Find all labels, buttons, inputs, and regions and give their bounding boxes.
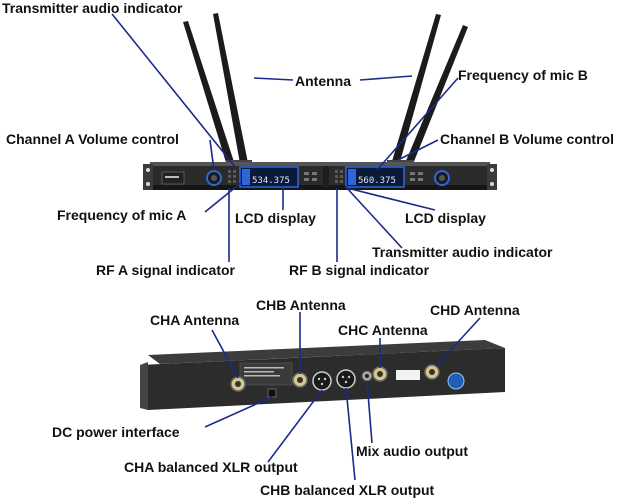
- leader-transmitter-audio-a: [111, 13, 237, 169]
- spec-label: [239, 362, 293, 386]
- front-buttons: [304, 172, 423, 181]
- label-antenna: Antenna: [295, 73, 351, 89]
- label-rf-b-signal-indicator: RF B signal indicator: [289, 262, 430, 278]
- leader-channel-a-volume: [209, 139, 215, 171]
- label-chc-antenna: CHC Antenna: [338, 322, 428, 338]
- lcd-display-b: [345, 166, 405, 188]
- label-channel-a-volume-control: Channel A Volume control: [6, 131, 179, 147]
- leader-cha-antenna: [211, 329, 239, 379]
- leader-frequency-mic-a: [204, 181, 243, 213]
- channel-b-indicator-leds: [335, 170, 343, 183]
- leader-dc-power: [204, 396, 273, 428]
- label-lcd-display-a: LCD display: [235, 210, 316, 226]
- label-transmitter-audio-indicator-b: Transmitter audio indicator: [372, 244, 553, 260]
- antenna-4: [403, 25, 468, 169]
- label-rf-a-signal-indicator: RF A signal indicator: [96, 262, 235, 278]
- lcd-display-a: [239, 166, 299, 188]
- leader-lcd-b: [346, 187, 436, 211]
- leader-transmitter-audio-b: [344, 185, 403, 249]
- chb-xlr-output: [336, 369, 356, 389]
- right-rack-ear: [487, 164, 497, 190]
- channel-a-indicator-leds: [228, 170, 236, 183]
- bnc-connectors: [230, 364, 440, 392]
- leader-channel-b-volume: [397, 139, 439, 161]
- rear-panel-receiver: [140, 340, 505, 410]
- leader-mix-audio: [366, 380, 373, 444]
- xlr-connectors: [312, 369, 356, 391]
- leader-antenna-left: [253, 77, 294, 81]
- leader-lines: [111, 13, 481, 481]
- label-mix-audio-output: Mix audio output: [356, 443, 468, 459]
- antenna-1: [183, 21, 236, 169]
- dc-power-jack: [267, 388, 277, 398]
- lcd-a-readout: 534.375: [252, 176, 290, 186]
- leader-frequency-mic-b: [376, 77, 459, 171]
- label-transmitter-audio-indicator-a: Transmitter audio indicator: [2, 0, 183, 16]
- antenna-2: [213, 13, 249, 169]
- leader-antenna-right: [359, 75, 413, 81]
- label-cha-antenna: CHA Antenna: [150, 312, 240, 328]
- cha-xlr-output: [312, 371, 332, 391]
- rear-chassis-top: [148, 340, 505, 364]
- label-cha-balanced-xlr-output: CHA balanced XLR output: [124, 459, 298, 475]
- serial-sticker: [396, 370, 420, 380]
- label-chb-antenna: CHB Antenna: [256, 297, 346, 313]
- label-lcd-display-b: LCD display: [405, 210, 486, 226]
- label-dc-power-interface: DC power interface: [52, 424, 180, 440]
- leader-cha-xlr: [267, 389, 323, 463]
- left-rack-ear: [143, 164, 153, 190]
- label-channel-b-volume-control: Channel B Volume control: [440, 131, 614, 147]
- label-chd-antenna: CHD Antenna: [430, 302, 520, 318]
- label-frequency-of-mic-a: Frequency of mic A: [57, 207, 187, 223]
- leader-chb-xlr: [345, 387, 356, 481]
- label-chb-balanced-xlr-output: CHB balanced XLR output: [260, 482, 435, 498]
- front-panel-receiver: 534.375 560.375: [143, 13, 497, 190]
- antenna-3: [390, 14, 441, 169]
- uhf-badge: [447, 372, 465, 390]
- leader-chd-antenna: [435, 317, 481, 367]
- lcd-b-readout: 560.375: [358, 176, 396, 186]
- label-frequency-of-mic-b: Frequency of mic B: [458, 67, 588, 83]
